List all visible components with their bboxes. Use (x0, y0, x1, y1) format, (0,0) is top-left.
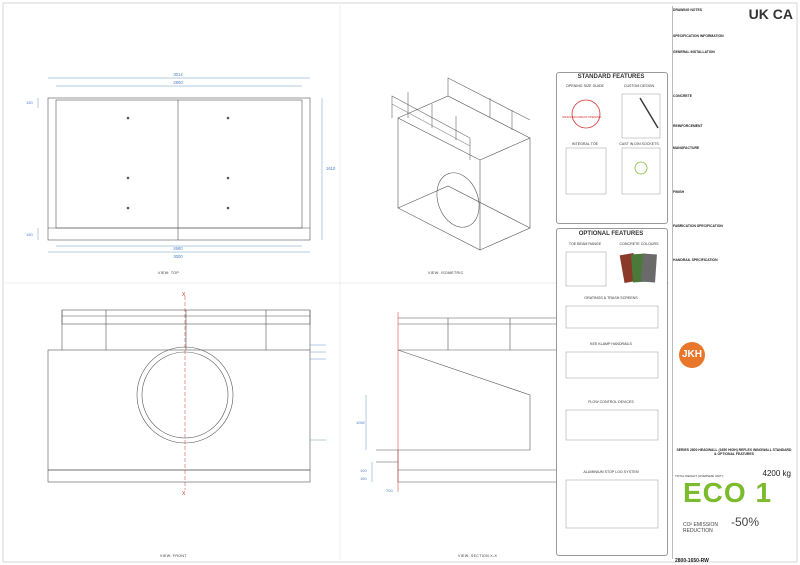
section-mark-top: X (182, 292, 186, 298)
dim-top-outer: 3014 (173, 72, 183, 77)
view-isometric-label: VIEW: ISOMETRIC (428, 271, 464, 275)
co2-line-1: CO² EMISSION (683, 522, 719, 528)
co2-percentage: -50% (731, 515, 760, 529)
dim-section-2: 1052 (356, 420, 366, 425)
general-installation-heading: GENERAL INSTALLATION (673, 50, 715, 54)
co2-line-2: REDUCTION (683, 528, 713, 534)
colour-swatch-grey (641, 253, 657, 283)
dim-top-bottom: 150 (26, 232, 33, 237)
dim-section-small-2: 150 (360, 476, 367, 481)
dim-bottom-inner: 2680 (173, 246, 183, 251)
view-section-label: VIEW: SECTION X-X (458, 554, 498, 558)
top-outline (47, 97, 311, 241)
concrete-colours: CONCRETE COLOURS (619, 242, 659, 246)
drawing-notes-heading: DRAWING NOTES (673, 8, 703, 12)
view-front-drawing (47, 309, 311, 483)
manufacture-heading: MANUFACTURE (673, 146, 700, 150)
eco-logo: ECO 1 (683, 477, 773, 508)
flow-control-icons (565, 409, 659, 441)
top-inner (55, 99, 303, 229)
integral-toe-icon (565, 147, 607, 195)
optional-features-panel (556, 228, 668, 556)
concrete-heading: CONCRETE (673, 94, 693, 98)
toe-beam-range: TOE BEAM RANGE (568, 242, 602, 246)
weight-value: 4200 kg (762, 469, 791, 478)
dim-top-inner: 2800 (173, 80, 183, 85)
drawing-number: 2800-1650-RW (675, 558, 709, 564)
standard-features-title: STANDARD FEATURES (577, 74, 645, 80)
optional-features-graphics (565, 251, 659, 529)
opening-size-guide: OPENING SIZE GUIDE (566, 84, 604, 88)
view-top-dimensions (37, 77, 323, 253)
view-section-drawing (376, 317, 563, 483)
fabrication-heading: FABRICATION SPECIFICATION (673, 224, 723, 228)
max-opening: Ø1300 MAXIMUM OPENING (562, 115, 602, 119)
custom-design: CUSTOM DESIGN (623, 84, 655, 88)
gratings-label: GRATINGS & TRASH SCREENS (584, 296, 638, 300)
dim-bottom-outer: 3000 (173, 254, 183, 259)
dim-section-base: 700 (386, 488, 393, 493)
handrail-heading: HANDRAIL SPECIFICATION (673, 258, 718, 262)
weight-label: TOTAL WEIGHT (OVERSIZE UNIT): (675, 474, 724, 478)
flow-control-label: FLOW CONTROL DEVICES (588, 400, 634, 404)
ukca-mark: UK CA (748, 6, 793, 22)
title-block: UK CA DRAWING NOTES SPECIFICATION INFORM… (672, 6, 795, 564)
view-top-drawing (47, 97, 311, 241)
grating-icons (565, 305, 659, 329)
reinforcement-heading: REINFORCEMENT (673, 124, 703, 128)
spec-info-heading: SPECIFICATION INFORMATION (673, 34, 724, 38)
stop-log-icons (565, 479, 659, 529)
optional-features-title: OPTIONAL FEATURES (578, 231, 644, 237)
jkh-logo: JKH (679, 342, 705, 368)
view-section-dimensions (365, 318, 587, 482)
dim-top-depth: 1610 (326, 166, 336, 171)
dim-top-left: 150 (26, 100, 33, 105)
co2-label: CO² EMISSION REDUCTION (683, 522, 718, 534)
standard-features-graphics (565, 93, 661, 195)
stop-log-label: ALUMINIUM STOP LOG SYSTEM (583, 470, 639, 474)
view-front-label: VIEW: FRONT (160, 554, 187, 558)
custom-design-icon (621, 93, 661, 139)
view-front-callouts (310, 344, 326, 441)
view-isometric-drawing (391, 77, 531, 251)
kee-klamp-label: KEE KLAMP HANDRAILS (590, 342, 632, 346)
cast-in-sockets-icon (621, 147, 661, 195)
series-title: SERIES 2800 HEADWALL (1650 HIGH) REFLEX … (676, 448, 792, 457)
cast-in-sockets-label: CAST IN DIN SOCKETS (619, 142, 659, 146)
dim-section-small-1: 100 (360, 468, 367, 473)
handrail-icons (565, 351, 659, 379)
view-top-label: VIEW: TOP (158, 271, 180, 275)
finish-heading: FINISH (673, 190, 685, 194)
section-mark-bottom: X (182, 491, 186, 497)
toe-beam-icon (565, 251, 607, 287)
opening-circle-icon (571, 99, 601, 129)
integral-toe-label: INTEGRAL TOE (571, 142, 599, 146)
